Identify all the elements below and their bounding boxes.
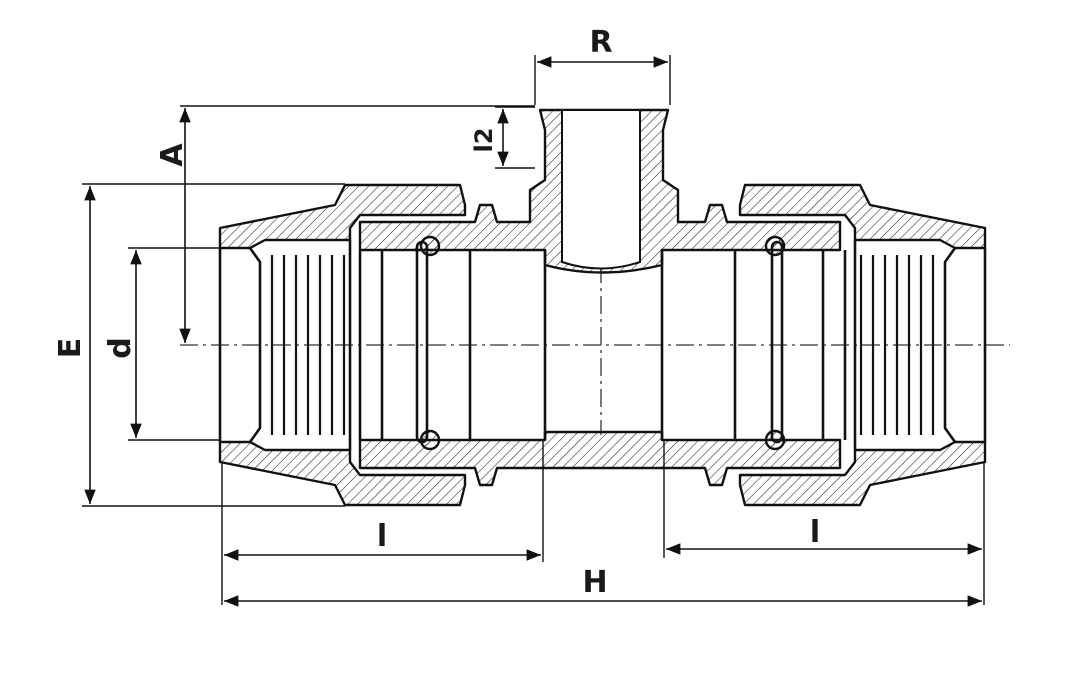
right-nut-upper <box>738 183 987 250</box>
label-d: d <box>103 337 138 358</box>
left-nut-inner-profile <box>248 247 262 443</box>
label-l2: l2 <box>470 128 498 153</box>
o-rings <box>415 235 786 451</box>
right-o-ring-top <box>764 235 786 257</box>
right-grip-ring <box>859 255 935 435</box>
label-E: E <box>53 338 88 359</box>
label-A: A <box>155 143 190 167</box>
right-nut-lower <box>738 440 987 507</box>
left-nut <box>218 183 467 507</box>
dimension-H: H <box>224 565 982 607</box>
right-insert <box>733 240 857 450</box>
label-l-right: l <box>810 515 820 550</box>
body-lower-wall <box>358 430 842 487</box>
left-grip-ring <box>270 255 346 435</box>
dimension-l-right: l <box>663 440 985 605</box>
branch-bore <box>561 109 641 270</box>
left-o-ring-bottom <box>419 429 441 451</box>
right-nut-inner-profile <box>943 247 957 443</box>
dimension-d: d <box>103 247 220 441</box>
left-nut-lower <box>218 440 467 507</box>
label-R: R <box>589 25 612 60</box>
dimension-E: E <box>53 183 345 507</box>
right-nut <box>738 183 987 507</box>
left-o-ring-top <box>419 235 441 257</box>
dimension-l2: l2 <box>470 106 535 169</box>
right-o-ring-body <box>770 240 784 444</box>
dimension-A: A <box>155 105 535 343</box>
label-l-left: l <box>377 519 387 554</box>
right-o-ring-bottom <box>764 429 786 451</box>
label-H: H <box>582 565 607 600</box>
left-insert <box>348 240 472 450</box>
dimension-R: R <box>534 25 671 105</box>
left-o-ring-body <box>415 240 429 444</box>
left-nut-upper <box>218 183 467 250</box>
tee-body <box>358 108 842 487</box>
dimension-l-left: l <box>221 440 544 605</box>
